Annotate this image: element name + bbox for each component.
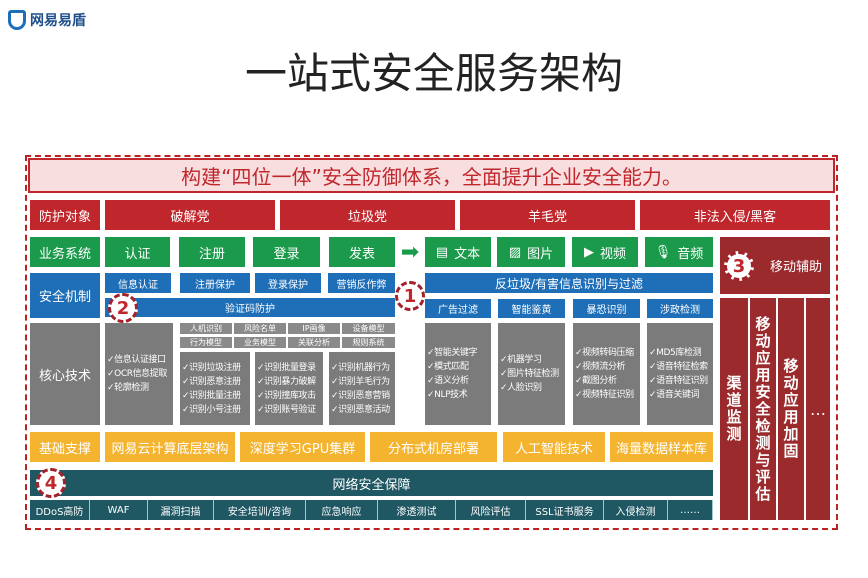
row-label-core: 核心技术 [30,323,100,425]
filter-item: 智能鉴黄 [498,299,565,318]
core-col: ✓识别机器行为✓识别羊毛行为✓识别恶意营销✓识别恶意活动 [329,352,395,425]
business-item: 认证 [105,237,170,267]
mobile-item: 移动应用加固 [778,298,804,520]
core-tag: 业务模型 [234,337,286,348]
content-item-audio: 🎙音频 [645,237,713,267]
mechanism-item: 营销反作弊 [328,273,395,293]
arrow-right-icon: ➡ [400,239,420,265]
play-icon: ▶ [583,244,594,260]
marker-3: 3 [724,251,754,281]
business-item: 登录 [253,237,320,267]
network-item: 渗透测试 [378,500,456,520]
banner: 构建“四位一体”安全防御体系，全面提升企业安全能力。 [28,158,835,193]
infra-item: 人工智能技术 [503,432,605,462]
page-title: 一站式安全服务架构 [244,49,623,98]
core-tag: IP画像 [288,323,340,334]
mobile-item: 移动应用安全检测与评估 [750,298,776,520]
core-tag: 设备模型 [342,323,395,334]
infra-item: 网易云计算底层架构 [105,432,235,462]
core-col: ✓视频转码压缩✓视频流分析✓截图分析✓视频特征识别 [573,323,640,425]
document-icon: ▤ [435,244,449,260]
marker-1: 1 [395,281,425,311]
target-item: 羊毛党 [460,200,635,230]
row-label-mechanism: 安全机制 [30,273,100,318]
outer-frame [25,155,838,530]
core-tag: 规则系统 [342,337,395,348]
marker-2: 2 [108,293,138,323]
filter-item: 涉政检测 [647,299,713,318]
core-tag: 人机识别 [180,323,232,334]
core-col: ✓MD5库检测✓语音特征检索✓语音特征识别✓语音关键词 [647,323,713,425]
network-items: DDoS高防 WAF 漏洞扫描 安全培训/咨询 应急响应 渗透测试 风险评估 S… [30,500,713,520]
logo: 网易易盾 [8,10,86,30]
network-item: 入侵检测 [604,500,668,520]
network-item: 风险评估 [456,500,526,520]
target-item: 非法入侵/黑客 [640,200,830,230]
mechanism-item: 信息认证 [105,273,171,293]
mechanism-item: 登录保护 [255,273,321,293]
content-item-video: ▶视频 [572,237,638,267]
network-item: …… [668,500,713,520]
shield-logo-icon [8,10,26,30]
filter-item: 暴恐识别 [573,299,640,318]
target-item: 破解党 [105,200,275,230]
network-item: SSL证书服务 [526,500,604,520]
captcha-protection: 验证码防护 [105,298,395,317]
network-item: 漏洞扫描 [148,500,214,520]
row-label-infra: 基础支撑 [30,432,100,462]
network-title: 网络安全保障 [30,470,713,496]
business-item: 注册 [179,237,245,267]
core-tag: 行为模型 [180,337,232,348]
core-col: ✓识别垃圾注册✓识别恶意注册✓识别批量注册✓识别小号注册 [180,352,250,425]
filter-item: 广告过滤 [425,299,491,318]
infra-item: 深度学习GPU集群 [240,432,365,462]
microphone-icon: 🎙 [654,244,672,260]
core-col: ✓智能关键字✓模式匹配✓语义分析✓NLP技术 [425,323,491,425]
core-tag: 风险名单 [234,323,286,334]
network-item: 应急响应 [306,500,378,520]
target-item: 垃圾党 [280,200,455,230]
content-item-text: ▤文本 [425,237,491,267]
network-item: WAF [90,500,148,520]
marker-4: 4 [36,468,66,498]
infra-item: 海量数据样本库 [610,432,713,462]
row-label-business: 业务系统 [30,237,100,267]
infra-item: 分布式机房部署 [370,432,497,462]
core-col: ✓信息认证接口✓OCR信息提取✓轮廓检测 [105,323,173,425]
network-item: DDoS高防 [30,500,90,520]
core-tag: 关联分析 [288,337,340,348]
row-label-targets: 防护对象 [30,200,100,230]
content-filter-title: 反垃圾/有害信息识别与过滤 [425,273,713,293]
core-col: ✓机器学习✓图片特征检测✓人脸识别 [498,323,565,425]
image-icon: ▨ [508,244,522,260]
content-item-image: ▨图片 [497,237,565,267]
mechanism-item: 注册保护 [180,273,250,293]
mobile-item: … [806,298,830,520]
business-item: 发表 [329,237,395,267]
mobile-item: 渠道监测 [720,298,748,520]
core-col: ✓识别批量登录✓识别暴力破解✓识别撞库攻击✓识别账号验证 [255,352,323,425]
network-item: 安全培训/咨询 [214,500,306,520]
